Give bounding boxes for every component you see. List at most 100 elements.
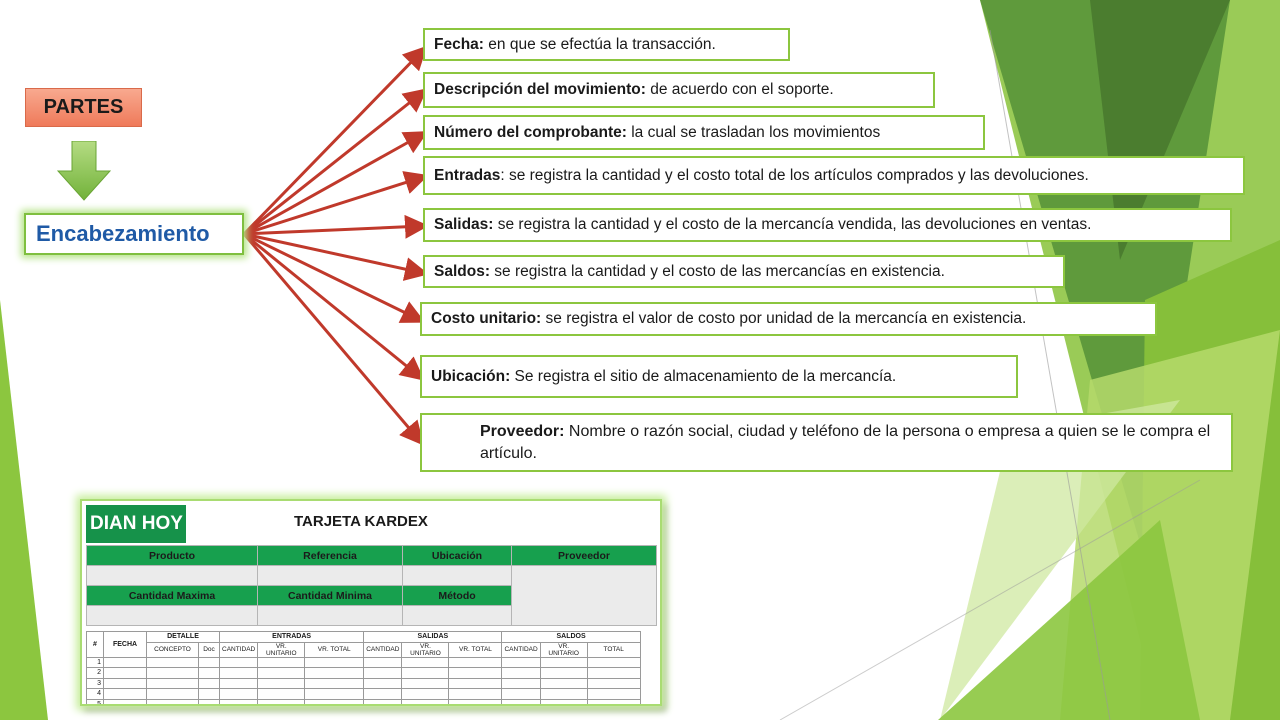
kardex-movements-table: # FECHA DETALLE ENTRADAS SALIDAS SALDOS …: [86, 631, 641, 704]
item-fecha: Fecha: en que se efectúa la transacción.: [423, 28, 790, 61]
hdr-ubicacion: Ubicación: [402, 545, 512, 566]
item-ubicacion: Ubicación: Se registra el sitio de almac…: [420, 355, 1018, 398]
cell-empty: [218, 698, 259, 704]
item-desc: Se registra el sitio de almacenamiento d…: [510, 367, 897, 385]
cell-empty: [257, 565, 403, 586]
cell-empty: [257, 656, 306, 668]
sub-vr-unitario: VR. UNITARIO: [401, 641, 450, 658]
cell-empty: [586, 698, 641, 704]
hdr-cantidad-minima: Cantidad Minima: [257, 585, 403, 606]
kardex-header-table: Producto Referencia Ubicación Proveedor …: [86, 545, 657, 626]
sub-vr-total: VR. TOTAL: [304, 641, 365, 658]
cell-empty: [257, 667, 306, 679]
cell-empty: [363, 667, 403, 679]
cell-empty: [501, 656, 541, 668]
cell-empty: [401, 677, 450, 689]
cell-empty: [86, 565, 258, 586]
cell-empty: [146, 667, 199, 679]
cell-empty: [103, 667, 147, 679]
cell-empty: [198, 667, 220, 679]
dian-hoy-logo: DIAN HOY: [86, 505, 186, 543]
cell-empty: [198, 677, 220, 689]
cell-empty: [448, 698, 503, 704]
cell-empty: [198, 688, 220, 700]
cell-empty: [401, 688, 450, 700]
cell-empty: [257, 698, 306, 704]
cell-empty: [103, 698, 147, 704]
cell-empty: [257, 688, 306, 700]
item-descripcion: Descripción del movimiento: de acuerdo c…: [423, 72, 935, 108]
cell-empty: [401, 667, 450, 679]
col-salidas: SALIDAS: [363, 631, 503, 643]
cell-empty: [511, 565, 657, 626]
cell-empty: [218, 688, 259, 700]
hdr-proveedor: Proveedor: [511, 545, 657, 566]
item-term: Ubicación:: [431, 367, 511, 385]
cell-empty: [539, 688, 588, 700]
cell-empty: [448, 677, 503, 689]
cell-empty: [363, 677, 403, 689]
cell-empty: [363, 698, 403, 704]
cell-empty: [448, 667, 503, 679]
table-row: 4: [86, 688, 641, 700]
cell-empty: [363, 688, 403, 700]
encabezamiento-node: Encabezamiento: [24, 213, 244, 255]
item-salidas: Salidas: se registra la cantidad y el co…: [423, 208, 1232, 242]
hdr-metodo: Método: [402, 585, 512, 606]
item-numero-comprobante: Número del comprobante: la cual se trasl…: [423, 115, 985, 150]
down-arrow-icon: [57, 141, 111, 201]
sub-doc: Doc: [198, 641, 220, 658]
col-fecha: FECHA: [103, 631, 147, 658]
cell-empty: [218, 656, 259, 668]
cell-empty: [501, 688, 541, 700]
cell-empty: [448, 688, 503, 700]
sub-cantidad: CANTIDAD: [218, 641, 259, 658]
item-saldos: Saldos: se registra la cantidad y el cos…: [423, 255, 1065, 288]
cell-empty: [539, 656, 588, 668]
col-entradas: ENTRADAS: [218, 631, 365, 643]
cell-empty: [501, 698, 541, 704]
cell-empty: [198, 698, 220, 704]
sub-concepto: CONCEPTO: [146, 641, 199, 658]
cell-empty: [501, 667, 541, 679]
cell-empty: [539, 677, 588, 689]
hdr-producto: Producto: [86, 545, 258, 566]
cell-empty: [539, 667, 588, 679]
item-desc: : se registra la cantidad y el costo tot…: [500, 166, 1089, 184]
item-desc: la cual se trasladan los movimientos: [626, 123, 881, 141]
cell-empty: [402, 565, 512, 586]
cell-empty: [146, 688, 199, 700]
cell-empty: [448, 656, 503, 668]
col-num: #: [86, 631, 104, 658]
item-term: Proveedor:: [480, 423, 565, 440]
row-number: 3: [86, 677, 104, 689]
item-desc: de acuerdo con el soporte.: [645, 81, 834, 98]
cell-empty: [363, 656, 403, 668]
cell-empty: [401, 698, 450, 704]
cell-empty: [304, 667, 365, 679]
sub-vr-unitario: VR. UNITARIO: [539, 641, 588, 658]
kardex-title: TARJETA KARDEX: [294, 513, 428, 530]
cell-empty: [257, 605, 403, 626]
row-number: 1: [86, 656, 104, 668]
sub-vr-total: VR. TOTAL: [448, 641, 503, 658]
table-row: 5: [86, 698, 641, 704]
row-number: 2: [86, 667, 104, 679]
sub-cantidad: CANTIDAD: [363, 641, 403, 658]
col-detalle: DETALLE: [146, 631, 220, 643]
item-desc: se registra la cantidad y el costo de la…: [493, 216, 1092, 233]
cell-empty: [539, 698, 588, 704]
cell-empty: [304, 688, 365, 700]
hdr-referencia: Referencia: [257, 545, 403, 566]
row-number: 4: [86, 688, 104, 700]
cell-empty: [218, 677, 259, 689]
cell-empty: [586, 688, 641, 700]
item-term: Fecha:: [434, 35, 484, 53]
cell-empty: [103, 677, 147, 689]
cell-empty: [218, 667, 259, 679]
table-row: 1: [86, 656, 641, 668]
item-desc: en que se efectúa la transacción.: [483, 35, 716, 53]
row-number: 5: [86, 698, 104, 704]
cell-empty: [304, 698, 365, 704]
cell-empty: [146, 677, 199, 689]
